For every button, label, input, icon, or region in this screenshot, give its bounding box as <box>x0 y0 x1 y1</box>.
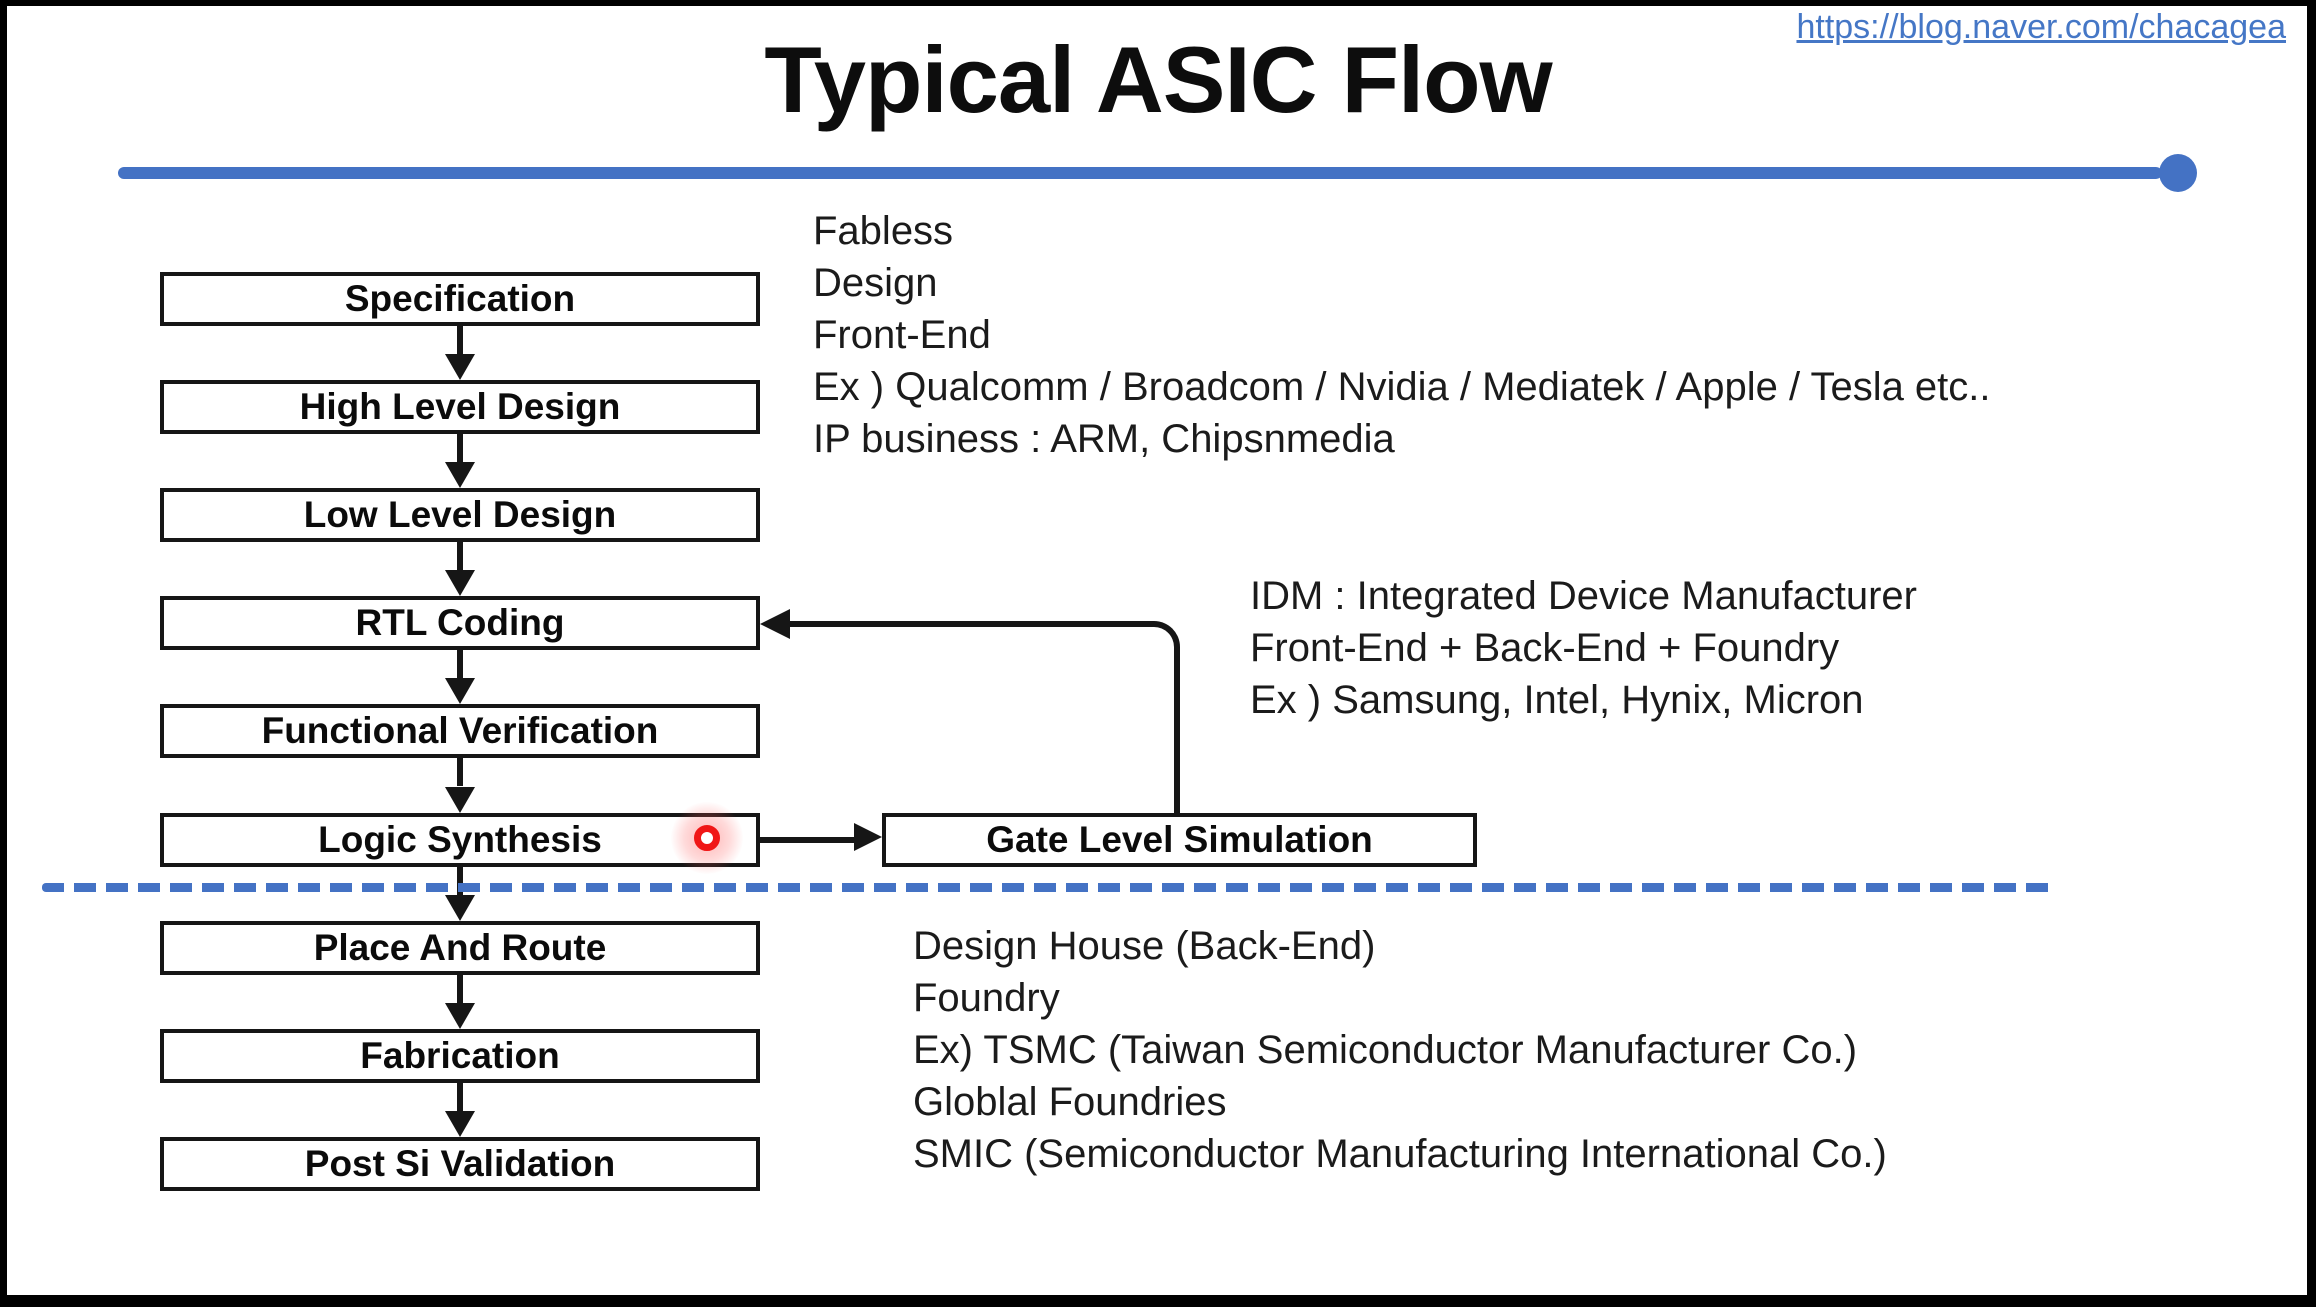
connector-line-8 <box>457 1083 463 1111</box>
down-arrow-icon-5 <box>445 787 475 813</box>
frontend-backend-dashed-divider <box>42 883 2054 892</box>
flow-box-place-and-route: Place And Route <box>160 921 760 975</box>
connector-line-4 <box>457 650 463 678</box>
idm-note-block: IDM : Integrated Device Manufacturer Fro… <box>1250 570 1917 726</box>
flow-box-gate-level-simulation: Gate Level Simulation <box>882 813 1477 867</box>
connector-line-6 <box>457 867 463 895</box>
note-line: Front-End + Back-End + Foundry <box>1250 626 1840 670</box>
down-arrow-icon-1 <box>445 354 475 380</box>
flow-box-fabrication: Fabrication <box>160 1029 760 1083</box>
note-line: SMIC (Semiconductor Manufacturing Intern… <box>913 1132 1887 1176</box>
note-line: Ex ) Samsung, Intel, Hynix, Micron <box>1250 678 1864 722</box>
connector-line-3 <box>457 542 463 570</box>
note-line: Design <box>813 261 938 305</box>
laser-pointer-dot-icon <box>694 825 720 851</box>
frame-border-bottom <box>0 1295 2316 1307</box>
frame-border-right <box>2307 0 2316 1307</box>
note-line: Fabless <box>813 209 954 253</box>
page-title: Typical ASIC Flow <box>764 27 1552 132</box>
frame-border-top <box>0 0 2316 6</box>
note-line: Globlal Foundries <box>913 1080 1227 1124</box>
down-arrow-icon-7 <box>445 1003 475 1029</box>
flow-box-specification: Specification <box>160 272 760 326</box>
flow-box-high-level-design: High Level Design <box>160 380 760 434</box>
down-arrow-icon-6 <box>445 895 475 921</box>
down-arrow-icon-2 <box>445 462 475 488</box>
flow-box-logic-synthesis: Logic Synthesis <box>160 813 760 867</box>
down-arrow-icon-4 <box>445 678 475 704</box>
connector-line-7 <box>457 975 463 1003</box>
title-rule-end-dot <box>2159 154 2197 192</box>
flow-box-low-level-design: Low Level Design <box>160 488 760 542</box>
backend-note-block: Design House (Back-End) Foundry Ex) TSMC… <box>913 920 1887 1180</box>
note-line: IDM : Integrated Device Manufacturer <box>1250 574 1917 618</box>
flow-box-post-si-validation: Post Si Validation <box>160 1137 760 1191</box>
fabless-note-block: Fabless Design Front-End Ex ) Qualcomm /… <box>813 205 1991 465</box>
note-line: Front-End <box>813 313 991 357</box>
left-arrow-icon <box>760 609 790 639</box>
gls-to-rtl-feedback-line <box>786 621 1180 813</box>
note-line: IP business : ARM, Chipsnmedia <box>813 417 1395 461</box>
down-arrow-icon-3 <box>445 570 475 596</box>
flow-box-rtl-coding: RTL Coding <box>160 596 760 650</box>
down-arrow-icon-8 <box>445 1111 475 1137</box>
right-arrow-icon <box>854 823 882 851</box>
title-underline-rule <box>118 167 2162 179</box>
note-line: Foundry <box>913 976 1060 1020</box>
blog-url-link[interactable]: https://blog.naver.com/chacagea <box>1796 8 2286 46</box>
frame-border-left <box>0 0 7 1307</box>
flow-box-functional-verification: Functional Verification <box>160 704 760 758</box>
connector-line-5 <box>457 758 463 786</box>
connector-line-1 <box>457 326 463 354</box>
note-line: Ex) TSMC (Taiwan Semiconductor Manufactu… <box>913 1028 1858 1072</box>
synthesis-to-gls-line <box>760 837 860 843</box>
note-line: Design House (Back-End) <box>913 924 1376 968</box>
note-line: Ex ) Qualcomm / Broadcom / Nvidia / Medi… <box>813 365 1991 409</box>
connector-line-2 <box>457 434 463 462</box>
